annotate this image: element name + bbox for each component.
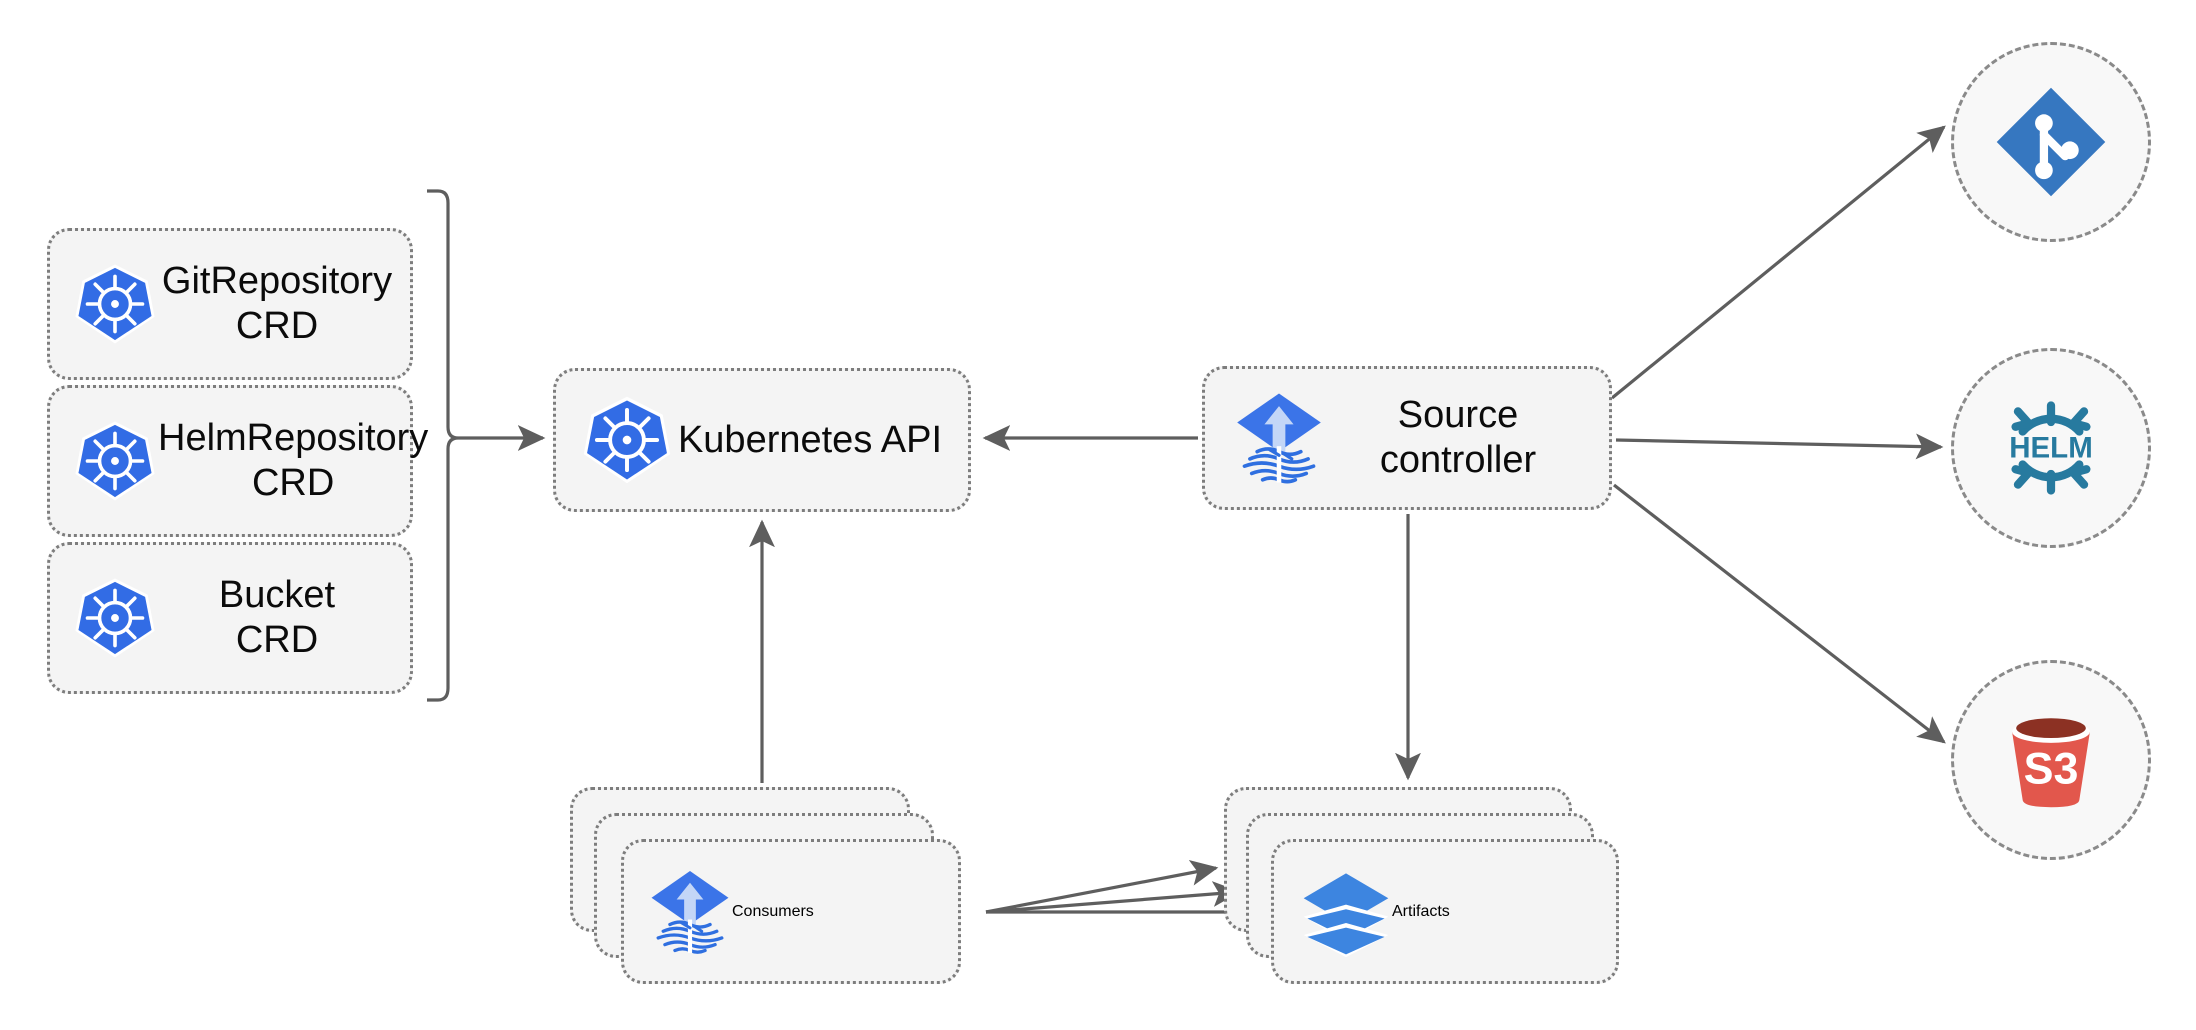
node-helmrepository-crd[interactable]: HelmRepository CRD [47,385,428,537]
node-artifacts[interactable]: Artifacts [1224,787,1624,987]
node-label: Consumers [732,902,814,920]
edge-sourcecontroller-to-git [1610,125,1946,400]
helm-icon: HELM [1992,389,2110,507]
kubernetes-icon [580,393,674,487]
edge-consumers-to-artifact-back [985,860,1219,914]
node-consumers[interactable]: Consumers [570,787,961,987]
node-label: Kubernetes API [677,418,943,461]
node-label: Artifacts [1392,902,1450,920]
artifacts-card-front[interactable]: Artifacts [1271,839,1619,984]
helm-wordmark: HELM [2009,431,2093,464]
external-source-s3[interactable]: S3 [1951,660,2151,860]
s3-icon: S3 [1992,701,2110,819]
s3-wordmark: S3 [2024,743,2079,794]
flux-icon [1233,388,1325,488]
crd-group-bracket [427,189,459,702]
node-kubernetes-api[interactable]: Kubernetes API [553,368,971,512]
layers-icon [1300,866,1392,958]
consumers-card-front[interactable]: Consumers [621,839,961,984]
edge-consumers-to-artifact-mid [985,881,1241,914]
kubernetes-icon [72,418,158,504]
external-source-git[interactable] [1951,42,2151,242]
node-label: GitRepository CRD [161,260,393,347]
node-bucket-crd[interactable]: Bucket CRD [47,542,413,694]
edge-sourcecontroller-to-s3 [1613,483,1946,744]
node-label: Source controller [1379,394,1537,481]
node-label: HelmRepository CRD [158,417,429,504]
flux-icon [648,866,732,958]
kubernetes-icon [72,261,158,347]
kubernetes-icon [72,575,158,661]
node-source-controller[interactable]: Source controller [1202,366,1612,510]
edge-sourcecontroller-to-helm [1615,433,1944,460]
node-gitrepository-crd[interactable]: GitRepository CRD [47,228,413,380]
node-label: Bucket CRD [218,574,336,661]
external-source-helm[interactable]: HELM [1951,348,2151,548]
git-icon [1992,83,2110,201]
